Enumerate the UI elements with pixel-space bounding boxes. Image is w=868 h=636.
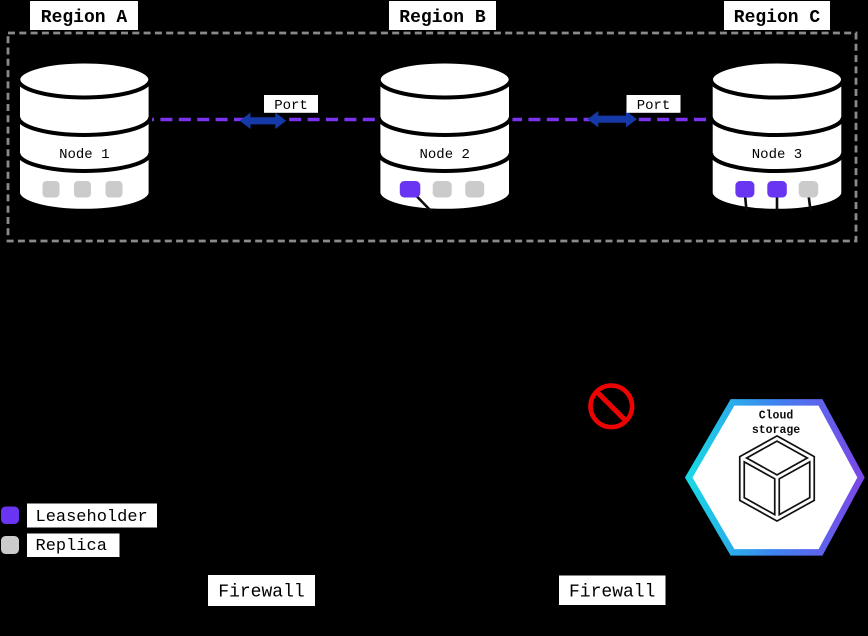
svg-text:Node 3: Node 3 bbox=[752, 147, 802, 163]
svg-text:Node 2: Node 2 bbox=[419, 147, 469, 163]
svg-text:storage: storage bbox=[752, 424, 800, 437]
svg-text:Replica: Replica bbox=[36, 537, 107, 556]
svg-text:Port: Port bbox=[637, 98, 671, 114]
svg-text:Region A: Region A bbox=[41, 8, 128, 28]
svg-text:Leaseholder: Leaseholder bbox=[36, 508, 148, 527]
svg-text:Cloud: Cloud bbox=[759, 410, 794, 423]
svg-text:Node 1: Node 1 bbox=[59, 147, 109, 163]
svg-text:Port: Port bbox=[274, 98, 308, 114]
svg-text:Region B: Region B bbox=[399, 8, 486, 28]
svg-text:Firewall: Firewall bbox=[569, 582, 655, 602]
svg-text:Firewall: Firewall bbox=[218, 583, 304, 603]
svg-text:Region C: Region C bbox=[734, 8, 821, 28]
